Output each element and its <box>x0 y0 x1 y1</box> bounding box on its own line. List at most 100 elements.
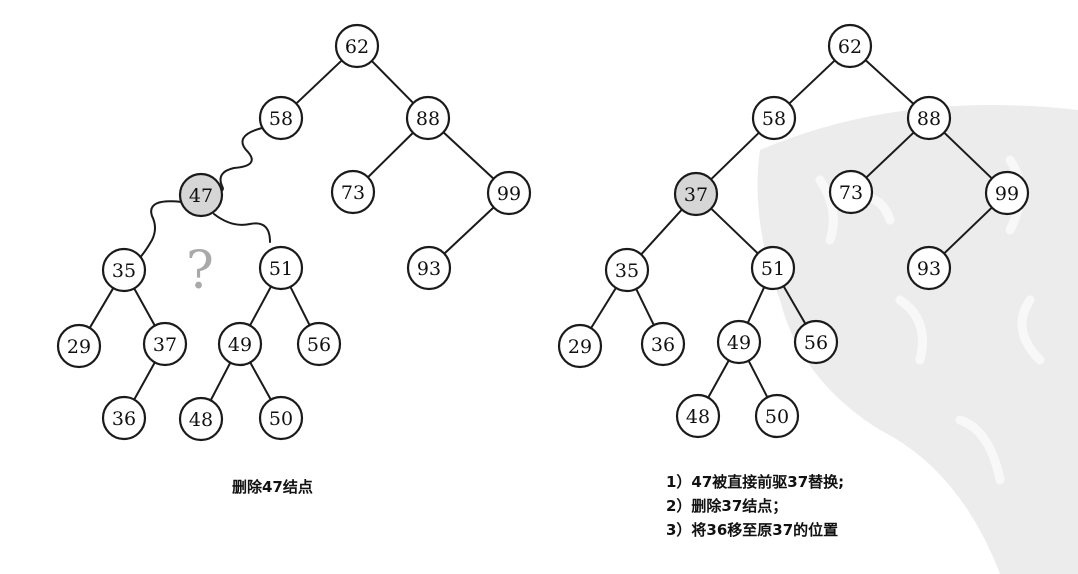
right-node-36: 36 <box>640 321 686 367</box>
right-node-label: 29 <box>568 336 592 358</box>
left-edge-49-50 <box>249 361 272 401</box>
right-node-99: 99 <box>984 170 1030 216</box>
left-edge-99-93 <box>443 206 495 255</box>
left-node-circle <box>101 395 147 441</box>
right-node-37: 37 <box>673 171 719 217</box>
right-node-label: 56 <box>804 332 828 354</box>
broken-link-47-51 <box>213 213 271 243</box>
right-node-label: 62 <box>838 36 862 58</box>
right-node-88: 88 <box>906 95 952 141</box>
left-node-label: 49 <box>228 334 252 356</box>
left-node-circle <box>217 321 263 367</box>
right-edge-58-37 <box>710 131 760 181</box>
right-tree-nodes: 62 58 88 37 73 99 35 51 93 29 36 49 56 48 50 <box>557 23 1030 439</box>
left-node-label: 73 <box>341 182 365 204</box>
left-edge-35-29 <box>88 287 115 329</box>
left-node-circle <box>142 321 188 367</box>
left-node-37: 37 <box>142 321 188 367</box>
right-node-35: 35 <box>604 247 650 293</box>
right-node-circle <box>827 23 873 69</box>
left-node-label: 35 <box>112 260 136 282</box>
left-node-47: 47 <box>178 172 224 218</box>
right-node-58: 58 <box>751 95 797 141</box>
right-node-label: 58 <box>762 108 786 130</box>
left-node-label: 29 <box>67 336 91 358</box>
right-edge-35-29 <box>590 287 617 329</box>
right-node-51: 51 <box>750 245 796 291</box>
left-edge-62-58 <box>295 59 343 105</box>
right-node-circle <box>675 393 721 439</box>
right-node-label: 50 <box>765 406 789 428</box>
left-node-50: 50 <box>258 395 304 441</box>
left-edge-51-49 <box>249 286 272 326</box>
left-node-label: 48 <box>189 409 213 431</box>
right-node-label: 73 <box>839 182 863 204</box>
left-tree-broken-links <box>135 127 271 263</box>
right-node-circle <box>640 321 686 367</box>
left-node-label: 62 <box>345 36 369 58</box>
right-edge-37-51 <box>710 207 759 255</box>
step-1: 1）47被直接前驱37替换; <box>666 473 845 491</box>
left-edge-37-36 <box>133 361 156 401</box>
right-node-29: 29 <box>557 323 603 369</box>
left-edge-49-48 <box>209 362 232 401</box>
left-node-circle <box>101 247 147 293</box>
left-node-circle <box>486 170 532 216</box>
right-node-circle <box>716 319 762 365</box>
right-node-circle <box>754 393 800 439</box>
left-node-label: 58 <box>269 108 293 130</box>
right-node-circle <box>906 245 952 291</box>
left-edge-88-73 <box>367 132 414 178</box>
right-node-circle <box>673 171 719 217</box>
right-node-circle <box>604 247 650 293</box>
left-node-label: 51 <box>269 258 293 280</box>
right-node-circle <box>906 95 952 141</box>
left-node-label: 99 <box>497 183 521 205</box>
right-node-label: 51 <box>761 258 785 280</box>
left-node-58: 58 <box>258 95 304 141</box>
right-node-label: 49 <box>727 332 751 354</box>
right-node-circle <box>750 245 796 291</box>
right-node-48: 48 <box>675 393 721 439</box>
right-node-50: 50 <box>754 393 800 439</box>
left-node-circle <box>330 169 376 215</box>
left-node-circle <box>405 95 451 141</box>
right-edge-62-88 <box>864 59 915 105</box>
left-node-circle <box>334 23 380 69</box>
left-node-label: 36 <box>112 408 136 430</box>
left-tree-edges <box>88 59 495 401</box>
left-edge-35-37 <box>133 287 156 327</box>
left-node-35: 35 <box>101 247 147 293</box>
left-node-circle <box>178 396 224 442</box>
question-mark: ? <box>186 241 214 301</box>
right-edge-51-49 <box>746 286 766 324</box>
right-edge-35-36 <box>635 288 655 326</box>
right-edge-99-93 <box>943 206 993 255</box>
right-node-56: 56 <box>793 319 839 365</box>
left-node-62: 62 <box>334 23 380 69</box>
right-node-circle <box>984 170 1030 216</box>
left-node-circle <box>56 323 102 369</box>
right-node-label: 36 <box>651 334 675 356</box>
right-node-label: 93 <box>917 258 941 280</box>
left-node-label: 93 <box>417 258 441 280</box>
left-tree-nodes: 62 58 88 47 73 99 35 51 93 29 37 49 56 36 48 50 <box>56 23 532 442</box>
left-node-99: 99 <box>486 170 532 216</box>
right-node-62: 62 <box>827 23 873 69</box>
right-node-circle <box>751 95 797 141</box>
left-node-label: 56 <box>307 334 331 356</box>
left-node-29: 29 <box>56 323 102 369</box>
right-edge-88-99 <box>943 131 993 180</box>
left-node-circle <box>258 245 304 291</box>
left-node-label: 47 <box>189 185 213 207</box>
right-node-93: 93 <box>906 245 952 291</box>
left-node-label: 37 <box>153 334 177 356</box>
left-node-circle <box>296 321 342 367</box>
right-edge-37-35 <box>640 208 683 256</box>
left-caption: 删除47结点 <box>232 478 313 496</box>
left-node-label: 88 <box>416 108 440 130</box>
right-node-circle <box>557 323 603 369</box>
left-node-circle <box>258 95 304 141</box>
left-node-56: 56 <box>296 321 342 367</box>
